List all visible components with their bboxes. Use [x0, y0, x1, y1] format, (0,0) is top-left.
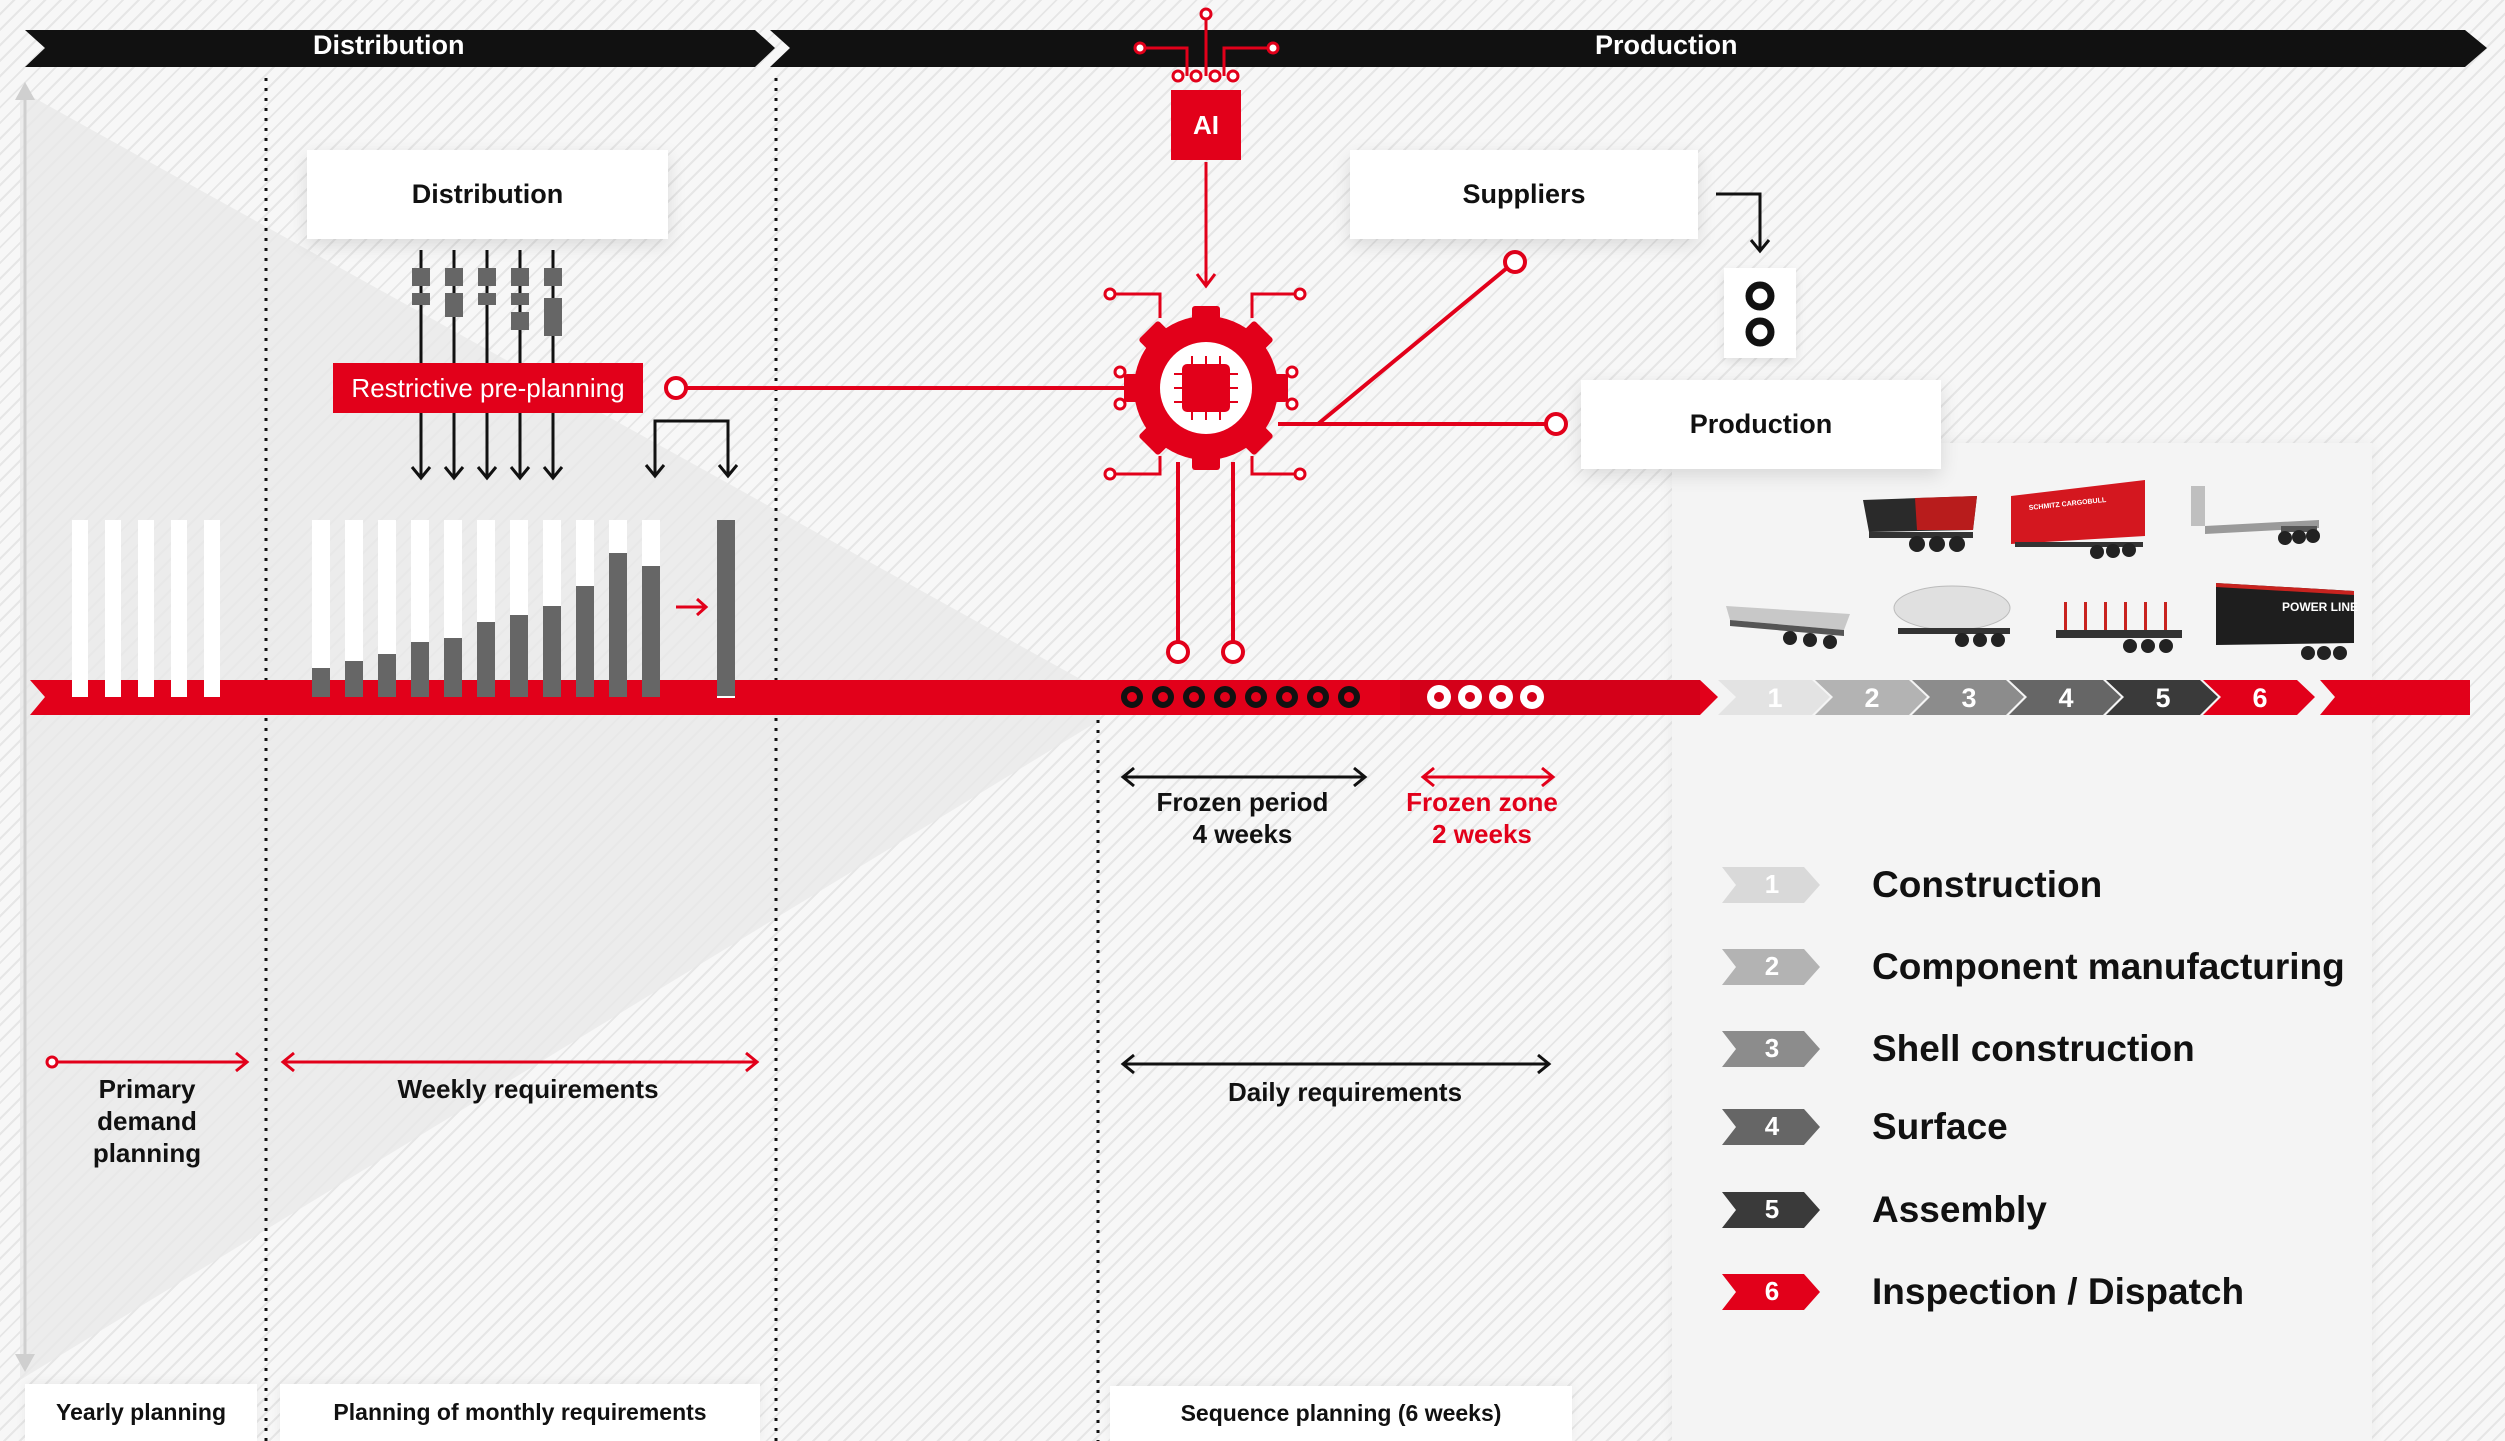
timeline-step-5: 5 [2155, 683, 2171, 713]
legend-num-5: 5 [1764, 1194, 1780, 1224]
distribution-banner-label: Distribution [313, 30, 465, 60]
legend-item-construction: 1 Construction [1722, 862, 2102, 908]
frozen-period-label: Frozen period 4 weeks [1120, 786, 1365, 850]
legend-num-3: 3 [1764, 1033, 1780, 1063]
production-banner-label: Production [1595, 30, 1738, 60]
distribution-banner [25, 30, 775, 67]
frozen-zone-line1: Frozen zone [1406, 787, 1558, 817]
distribution-card: Distribution [307, 150, 668, 239]
frozen-period-line2: 4 weeks [1192, 819, 1293, 849]
yearly-bars [72, 520, 220, 697]
timeline-step-4: 4 [2058, 683, 2074, 713]
legend-label-1: Construction [1872, 864, 2103, 905]
legend-label-2: Component manufacturing [1872, 946, 2345, 987]
timeline-step-2: 2 [1864, 683, 1880, 713]
tanker-trailer-image [1888, 578, 2018, 661]
monthly-planning-card: Planning of monthly requirements [280, 1384, 760, 1441]
legend-num-1: 1 [1764, 869, 1780, 899]
filter-blocks [412, 268, 562, 336]
legend-num-6: 6 [1764, 1276, 1780, 1306]
legend-item-assembly: 5 Assembly [1722, 1187, 2047, 1233]
legend-chevron-6: 6 [1722, 1272, 1822, 1312]
legend-item-shell-construction: 3 Shell construction [1722, 1026, 2195, 1072]
primary-demand-line1: Primary [98, 1074, 196, 1104]
daily-requirements-label: Daily requirements [1227, 1077, 1463, 1107]
powerline-logo-text: POWER LINE [2282, 600, 2358, 614]
circuit-traces [1103, 287, 1307, 481]
frozen-period-line1: Frozen period [1156, 787, 1329, 817]
primary-demand-label: Primary demand planning [62, 1073, 232, 1169]
yearly-planning-card: Yearly planning [25, 1384, 257, 1441]
chassis-trailer-image [1720, 590, 1860, 661]
timeline-step-6: 6 [2252, 683, 2268, 713]
legend-label-4: Surface [1872, 1106, 2008, 1147]
supplier-connector-icon [1724, 268, 1796, 358]
powerline-trailer-image: POWER LINE [2210, 575, 2360, 670]
legend-num-2: 2 [1764, 951, 1780, 981]
bracket-arrow [644, 419, 739, 479]
frozen-zone-label: Frozen zone 2 weeks [1392, 786, 1572, 850]
legend-chevron-3: 3 [1722, 1029, 1822, 1069]
ai-antenna [1133, 7, 1280, 83]
timeline-step-1: 1 [1767, 683, 1783, 713]
production-banner [770, 30, 2487, 67]
legend-item-surface: 4 Surface [1722, 1104, 2008, 1150]
timeline-step-3: 3 [1961, 683, 1977, 713]
legend-chevron-1: 1 [1722, 865, 1822, 905]
timber-trailer-image [2050, 592, 2188, 667]
tipper-trailer-image [1855, 488, 1985, 565]
curtain-trailer-image: SCHMITZ CARGOBULL [2005, 478, 2153, 569]
frozen-zone-line2: 2 weeks [1432, 819, 1532, 849]
weekly-requirements-label: Weekly requirements [397, 1074, 659, 1104]
legend-chevron-5: 5 [1722, 1190, 1822, 1230]
legend-label-3: Shell construction [1872, 1028, 2195, 1069]
ai-chip: AI [1171, 90, 1241, 160]
restrictive-preplanning-label: Restrictive pre-planning [333, 363, 643, 413]
legend-item-inspection-dispatch: 6 Inspection / Dispatch [1722, 1269, 2244, 1315]
weekly-bars [312, 520, 735, 698]
shift-arrow [676, 597, 709, 617]
legend-num-4: 4 [1764, 1111, 1780, 1141]
primary-demand-line2: demand [97, 1106, 197, 1136]
ai-gear-icon [1124, 306, 1288, 470]
lowloader-trailer-image [2185, 480, 2325, 565]
legend-chevron-4: 4 [1722, 1107, 1822, 1147]
sequence-planning-card: Sequence planning (6 weeks) [1110, 1386, 1572, 1441]
suppliers-card: Suppliers [1350, 150, 1698, 239]
legend-chevron-2: 2 [1722, 947, 1822, 987]
production-card: Production [1581, 380, 1941, 469]
process-chevrons [1718, 680, 2315, 715]
legend-label-6: Inspection / Dispatch [1872, 1271, 2245, 1312]
primary-demand-line3: planning [92, 1138, 202, 1168]
legend-item-component-manufacturing: 2 Component manufacturing [1722, 944, 2345, 990]
legend-label-5: Assembly [1872, 1189, 2047, 1230]
